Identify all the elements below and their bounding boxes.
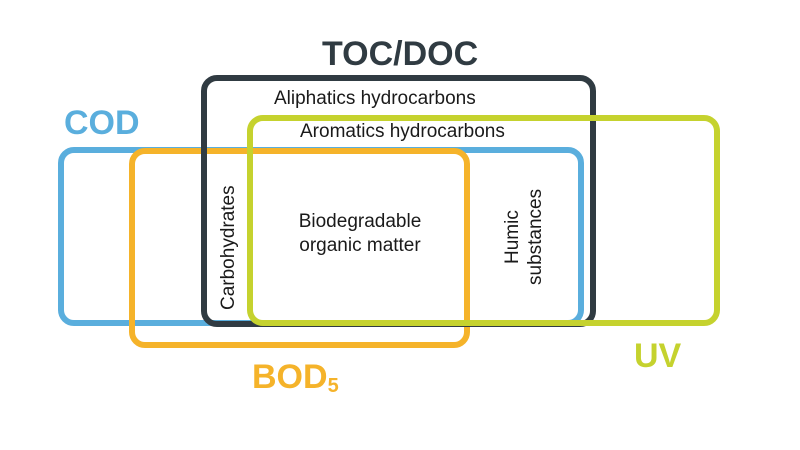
- uv-label: UV: [634, 337, 682, 375]
- aromatic-hydrocarbons-text: Aromatics hydrocarbons: [300, 121, 505, 142]
- humic-substances-text: Humic substances: [502, 188, 546, 286]
- bod-box: [129, 148, 470, 348]
- toc-doc-label: TOC/DOC: [322, 35, 479, 73]
- uv-box: [247, 115, 720, 326]
- bod-label: BOD5: [252, 358, 339, 397]
- carbohydrates-text: Carbohydrates: [218, 185, 239, 310]
- bod-label-subscript: 5: [327, 375, 339, 397]
- bod-label-main: BOD: [252, 358, 328, 396]
- cod-label: COD: [64, 104, 140, 142]
- biodegradable-organic-matter-text: Biodegradable organic matter: [298, 211, 422, 256]
- aliphatic-hydrocarbons-text: Aliphatics hydrocarbons: [274, 88, 476, 109]
